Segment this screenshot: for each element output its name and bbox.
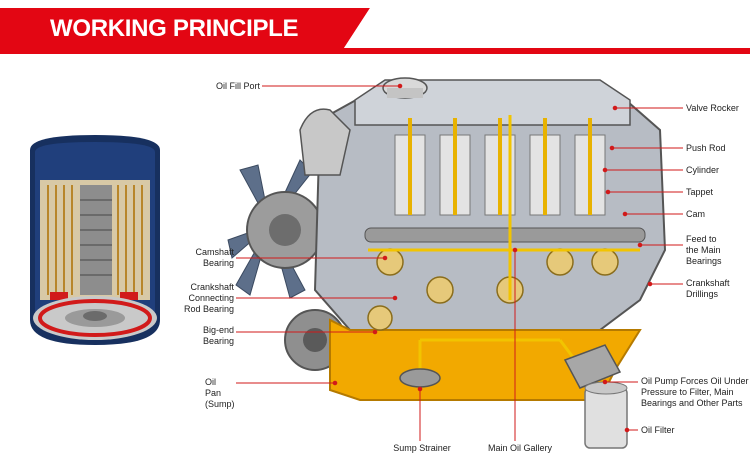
label-crankshaft-drillings: Crankshaft Drillings [686,278,730,299]
label-feed-main-bearings: Feed to the Main Bearings [686,234,722,266]
label-cylinder: Cylinder [686,165,720,175]
label-push-rod: Push Rod [686,143,726,153]
label-big-end-bearing: Big-end Bearing [202,325,234,346]
label-sump-strainer: Sump Strainer [393,443,451,453]
header-banner [0,8,750,54]
label-oil-filter: Oil Filter [641,425,675,435]
label-oil-pump: Oil Pump Forces Oil Under Pressure to Fi… [641,376,749,408]
label-oil-fill-port: Oil Fill Port [215,81,260,91]
label-main-oil-gallery: Main Oil Gallery [487,443,552,453]
label-valve-rocker: Valve Rocker [686,103,739,113]
label-camshaft-bearing: Camshaft Bearing [195,247,234,268]
page-title: WORKING PRINCIPLE [50,15,299,42]
label-tappet: Tappet [686,187,714,197]
label-cam: Cam [686,209,706,219]
label-crankshaft-connecting-rod-bearing: Crankshaft Connecting Rod Bearing [183,282,234,314]
label-oil-pan: Oil Pan (Sump) [205,377,235,409]
